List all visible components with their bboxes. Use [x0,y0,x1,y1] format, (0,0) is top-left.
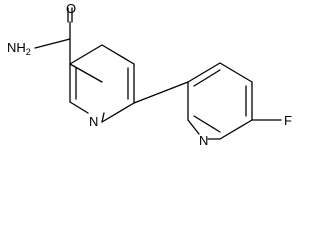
bond-r-inner-bottom [193,115,221,133]
amide-nitrogen-label: NH2 [7,40,31,57]
left-ring-nitrogen-label: N [89,114,98,129]
carbonyl-oxygen-label: O [66,1,76,16]
fluorine-label: F [284,113,292,128]
bond-r-c3-c4 [219,62,253,83]
amide-nitrogen-text: NH [7,40,26,55]
bond-r-n-c2 [187,119,200,135]
structure-canvas: O NH2 N N F [7,1,292,148]
bond-c3-c4-top [69,44,103,65]
bond-c4-c3-top [101,44,135,65]
bond-c7-n-amide [34,38,71,49]
bond-c3-c4 [69,63,103,83]
chemical-structure-diagram: O NH2 N N F [7,1,292,148]
bond-c2-n1 [69,101,89,114]
bond-r-c2-c3 [187,62,221,83]
right-ring-nitrogen-label: N [199,133,208,148]
bond-c6-c5 [101,102,135,123]
bond-n1-c6 [101,112,105,123]
bond-r-inner-top [193,69,221,87]
bond-r-c5-c6 [219,119,253,140]
bond-ring-link [133,81,189,104]
amide-nitrogen-subscript: 2 [26,47,31,57]
